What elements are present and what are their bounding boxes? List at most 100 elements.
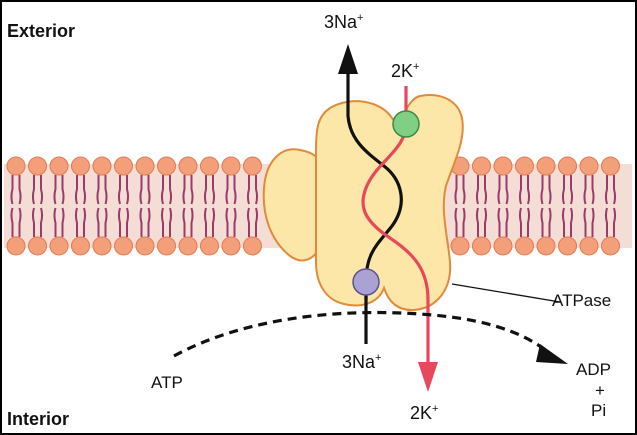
lipid-tail xyxy=(462,207,466,237)
lipid-head xyxy=(71,156,90,176)
lipid-head xyxy=(49,236,69,256)
lipid-tail xyxy=(561,207,565,237)
lipid-head xyxy=(472,236,491,256)
potassium-out-charge: + xyxy=(432,403,439,415)
lipid-tail xyxy=(484,175,488,205)
lipid-tail xyxy=(570,175,574,205)
lipid-tail xyxy=(160,175,164,205)
lipid-head xyxy=(558,236,577,256)
lipid-tail xyxy=(497,175,501,205)
sodium-in-base: 3Na xyxy=(342,352,376,372)
lipid-tail xyxy=(583,207,587,237)
atpase-label: ATPase xyxy=(552,291,612,310)
lipid-tail xyxy=(126,175,130,205)
potassium-out-base: 2K xyxy=(410,403,433,423)
lipid-tail xyxy=(126,207,130,237)
adp-label: ADP xyxy=(576,360,611,379)
lipid-tail xyxy=(117,207,121,237)
sodium-arrowhead xyxy=(338,44,358,74)
lipid-head xyxy=(243,156,262,176)
lipid-tail xyxy=(182,175,186,205)
lipid-tail xyxy=(104,175,108,205)
exterior-label: Exterior xyxy=(7,21,76,41)
lipid-tail xyxy=(147,175,151,205)
lipid-tail xyxy=(18,175,22,205)
lipid-tail xyxy=(475,175,479,205)
lipid-tail xyxy=(583,175,587,205)
lipid-head xyxy=(157,156,176,176)
lipid-tail xyxy=(454,207,458,237)
lipid-tail xyxy=(96,175,100,205)
lipid-head xyxy=(200,236,219,256)
lipid-tail xyxy=(147,207,151,237)
atpase-leader-line xyxy=(451,283,561,303)
lipid-head xyxy=(135,236,155,256)
sodium-transport-path xyxy=(346,74,403,300)
lipid-tail xyxy=(160,207,164,237)
lipid-tail xyxy=(190,207,194,237)
lipid-head xyxy=(49,156,69,176)
atpase-center-body xyxy=(315,94,464,312)
lipid-tail xyxy=(505,175,509,205)
lipid-tail xyxy=(53,175,57,205)
lipid-tail xyxy=(225,207,229,237)
lipid-head xyxy=(6,236,26,256)
lipid-tail xyxy=(233,175,237,205)
lipid-head xyxy=(601,156,620,176)
lipid-head xyxy=(200,156,219,176)
lipid-tail xyxy=(225,175,229,205)
lipid-head xyxy=(92,236,112,256)
atp-label: ATP xyxy=(151,373,183,392)
lipid-head xyxy=(178,236,198,256)
lipid-tail xyxy=(190,175,194,205)
lipid-head xyxy=(221,156,241,176)
lipid-tail xyxy=(53,207,57,237)
lipid-tail xyxy=(505,207,509,237)
lipid-tail xyxy=(540,207,544,237)
lipid-tail xyxy=(527,175,531,205)
atp-hydrolysis-arrow xyxy=(173,310,549,358)
lipid-tail xyxy=(561,175,565,205)
lipid-tail xyxy=(104,207,108,237)
lipid-tail xyxy=(40,175,44,205)
lipid-head xyxy=(601,236,620,256)
lipid-head xyxy=(515,156,534,176)
lipid-head xyxy=(135,156,155,176)
lipid-tail xyxy=(212,207,216,237)
lipid-tail xyxy=(203,207,207,237)
lipid-head xyxy=(558,156,577,176)
lipid-tail xyxy=(117,175,121,205)
potassium-in-charge: + xyxy=(413,61,420,73)
lipid-head xyxy=(92,156,112,176)
potassium-in-label: 2K+ xyxy=(391,61,420,81)
lipid-tail xyxy=(591,175,595,205)
lipid-tail xyxy=(74,175,78,205)
lipid-tail xyxy=(604,207,608,237)
lipid-tail xyxy=(246,207,250,237)
lipid-tail xyxy=(570,207,574,237)
potassium-transport-path xyxy=(361,86,430,366)
lipid-head xyxy=(450,236,470,256)
lipid-tail xyxy=(31,175,35,205)
lipid-tail xyxy=(139,207,143,237)
lipid-head xyxy=(71,236,90,256)
pi-label: Pi xyxy=(591,401,607,420)
lipid-tail xyxy=(591,207,595,237)
lipid-tail xyxy=(61,175,65,205)
lipid-tail xyxy=(10,207,14,237)
lipid-head xyxy=(114,156,133,176)
lipid-tail xyxy=(169,175,173,205)
atp-arrowhead xyxy=(536,344,568,364)
lipid-head xyxy=(472,156,491,176)
lipid-tail xyxy=(18,207,22,237)
lipid-tail xyxy=(540,175,544,205)
lipid-tail xyxy=(613,175,617,205)
lipid-head xyxy=(28,156,47,176)
lipid-tail xyxy=(74,207,78,237)
lipid-head xyxy=(221,236,241,256)
potassium-binding-site xyxy=(392,110,420,138)
sodium-out-charge: + xyxy=(357,12,364,24)
lipid-tail xyxy=(484,207,488,237)
lipid-head xyxy=(579,236,599,256)
lipid-tail xyxy=(233,207,237,237)
